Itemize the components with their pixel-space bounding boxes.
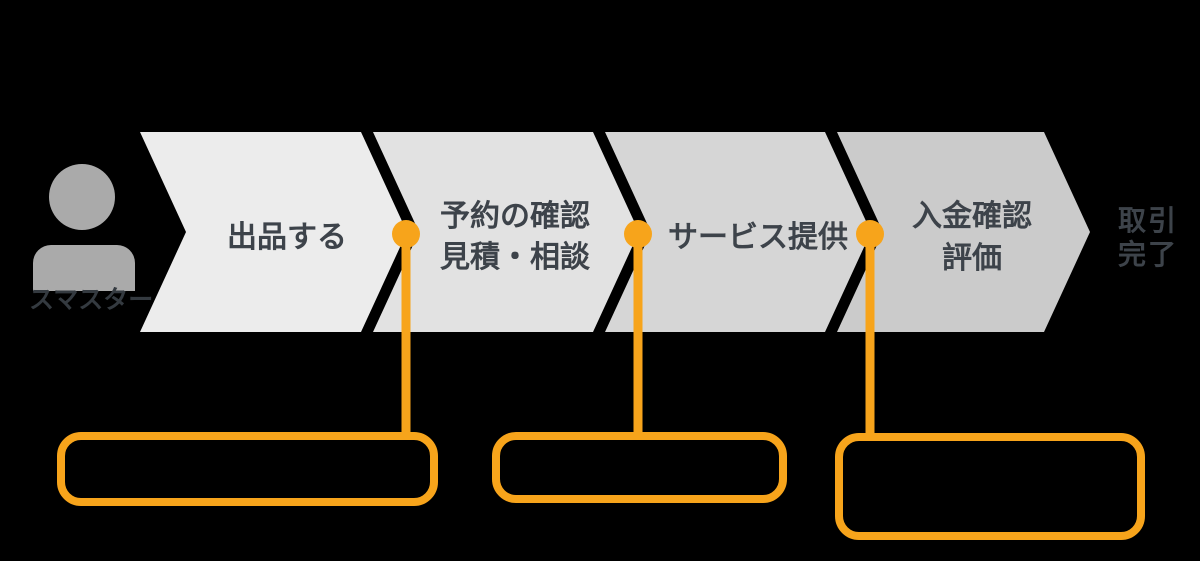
step-label-1: 出品する xyxy=(227,221,347,254)
end-label: 取引 完了 xyxy=(1118,205,1178,270)
connector-dot-3 xyxy=(856,220,884,248)
step-chevron-3 xyxy=(605,132,871,332)
actor-label: スマスター xyxy=(29,286,153,314)
end-label-line-2: 完了 xyxy=(1118,238,1178,270)
connectors xyxy=(392,220,884,437)
person-icon-head xyxy=(49,164,115,230)
connector-dot-1 xyxy=(392,220,420,248)
person-icon-body xyxy=(33,245,135,291)
step-label-2-line-1: 予約の確認 xyxy=(440,199,590,233)
step-label-2-line-2: 見積・相談 xyxy=(440,240,591,274)
step-label-4-line-2: 評価 xyxy=(942,241,1002,275)
callout-box-1 xyxy=(57,432,438,506)
process-steps: 出品する 予約の確認 見積・相談 サービス提供 入金確認 評価 xyxy=(140,132,1090,332)
end-label-line-1: 取引 xyxy=(1118,205,1178,236)
step-chevron-1 xyxy=(140,132,407,332)
step-label-3: サービス提供 xyxy=(668,221,848,254)
step-label-4-line-1: 入金確認 xyxy=(912,199,1032,233)
actor: スマスター xyxy=(29,164,153,314)
callout-box-2 xyxy=(492,432,787,503)
step-chevron-2 xyxy=(373,132,639,332)
connector-dot-2 xyxy=(624,220,652,248)
callout-box-3 xyxy=(835,433,1145,540)
callouts xyxy=(57,432,1145,540)
step-chevron-4 xyxy=(837,132,1090,332)
